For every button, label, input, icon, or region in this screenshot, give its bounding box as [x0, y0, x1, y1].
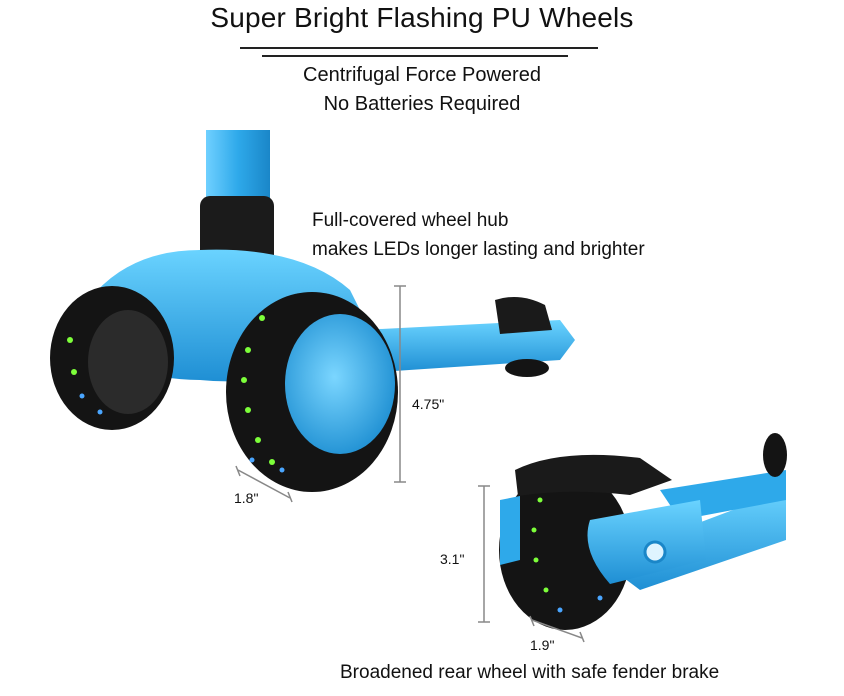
- rear-frame: [587, 500, 706, 584]
- rear-wheel: [499, 470, 631, 630]
- rear-brake-small: [495, 296, 552, 334]
- rear-dimension-lines: [478, 485, 585, 643]
- front-width-label: 1.8": [234, 490, 259, 506]
- stem-clamp: [200, 196, 274, 266]
- hub-note-line-1: Full-covered wheel hub: [312, 210, 509, 231]
- title-underline-short: [262, 55, 568, 57]
- fender-brake: [515, 454, 672, 496]
- hub-note-line-2: makes LEDs longer lasting and brighter: [312, 239, 645, 260]
- rear-diameter-label: 3.1": [440, 551, 465, 567]
- deck: [360, 320, 575, 372]
- front-diameter-label: 4.75": [412, 396, 445, 412]
- title-underline-long: [240, 47, 598, 49]
- front-dimension-lines: [235, 285, 406, 503]
- subtitle-line-2: No Batteries Required: [323, 93, 521, 115]
- subtitle-line-1: Centrifugal Force Powered: [303, 64, 541, 86]
- front-wheel-hub: [285, 314, 395, 454]
- front-scooter: [50, 130, 575, 492]
- rear-width-label: 1.9": [530, 637, 555, 653]
- rear-front-wheel: [763, 433, 787, 477]
- rear-wheel-small: [505, 359, 549, 377]
- page-title: Super Bright Flashing PU Wheels: [210, 2, 634, 33]
- rear-scooter: [499, 433, 787, 630]
- rear-wheel-caption: Broadened rear wheel with safe fender br…: [340, 662, 720, 683]
